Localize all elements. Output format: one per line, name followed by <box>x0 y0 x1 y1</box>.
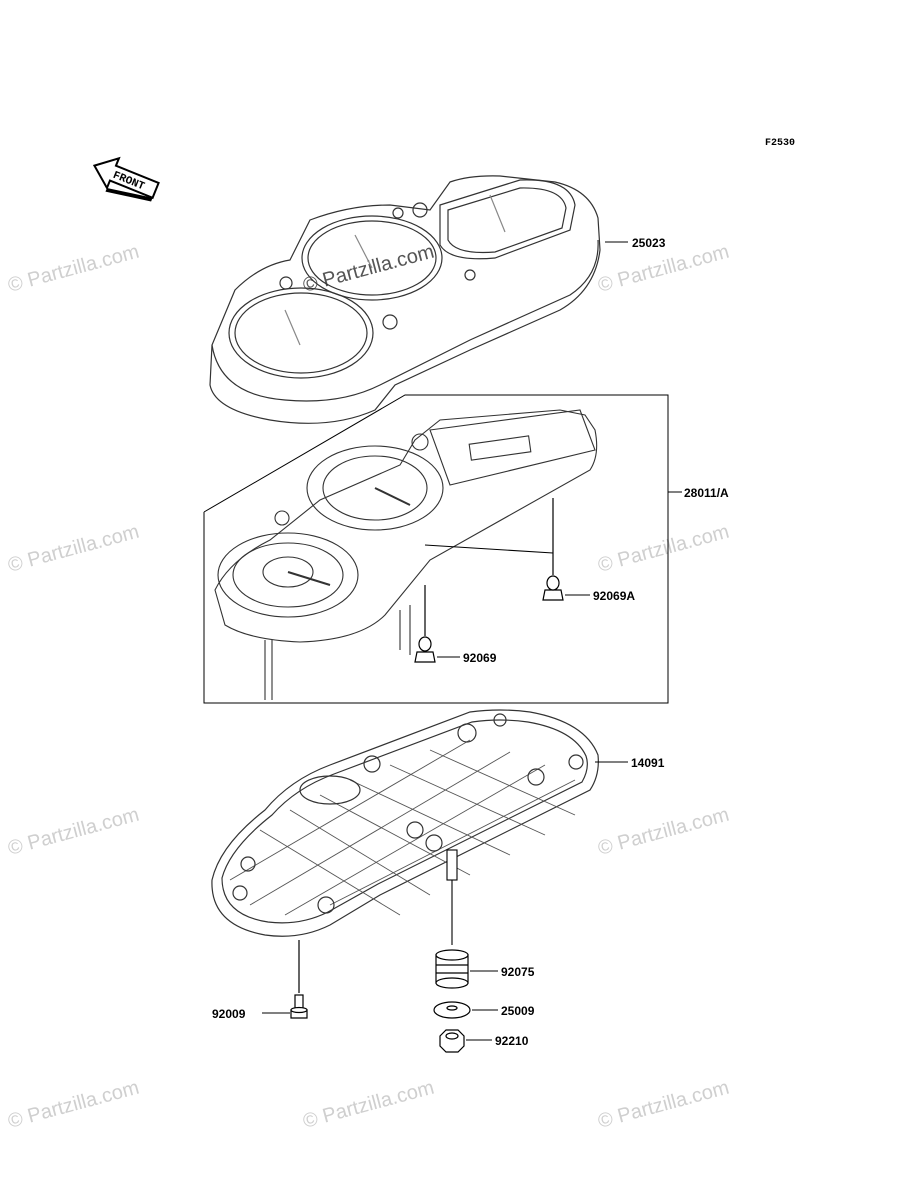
meter-case <box>211 709 599 937</box>
watermark: © Partzilla.com <box>301 1077 437 1133</box>
rubber-damper <box>435 949 469 989</box>
part-label-92069: 92069 <box>463 651 497 665</box>
watermark: © Partzilla.com <box>6 804 142 860</box>
watermark: © Partzilla.com <box>6 1077 142 1133</box>
meter-assembly-bracket <box>203 394 669 704</box>
meter-cover <box>209 175 601 424</box>
part-label-25009: 25009 <box>501 1004 535 1018</box>
meter-assembly <box>214 409 598 700</box>
part-label-14091: 14091 <box>631 756 665 770</box>
part-label-92075: 92075 <box>501 965 535 979</box>
part-label-25023: 25023 <box>632 236 666 250</box>
watermark-layer: © Partzilla.com © Partzilla.com © Partzi… <box>6 241 732 1133</box>
part-label-28011-a: 28011/A <box>684 486 729 500</box>
hex-nut <box>439 1029 465 1053</box>
part-label-92069a: 92069A <box>593 589 635 603</box>
washer <box>433 1001 471 1019</box>
part-label-92009: 92009 <box>212 1007 246 1021</box>
bulb-socket <box>542 498 564 601</box>
watermark: © Partzilla.com <box>6 521 142 577</box>
part-label-92210: 92210 <box>495 1034 529 1048</box>
watermark: © Partzilla.com <box>301 241 437 297</box>
front-arrow-icon: FRONT <box>92 156 160 202</box>
watermark: © Partzilla.com <box>596 1077 732 1133</box>
screw <box>290 940 308 1019</box>
watermark: © Partzilla.com <box>596 521 732 577</box>
stud-pin <box>446 849 458 945</box>
watermark: © Partzilla.com <box>6 241 142 297</box>
bulb-socket <box>414 544 554 663</box>
watermark: © Partzilla.com <box>596 804 732 860</box>
diagram-code: F2530 <box>765 138 795 149</box>
